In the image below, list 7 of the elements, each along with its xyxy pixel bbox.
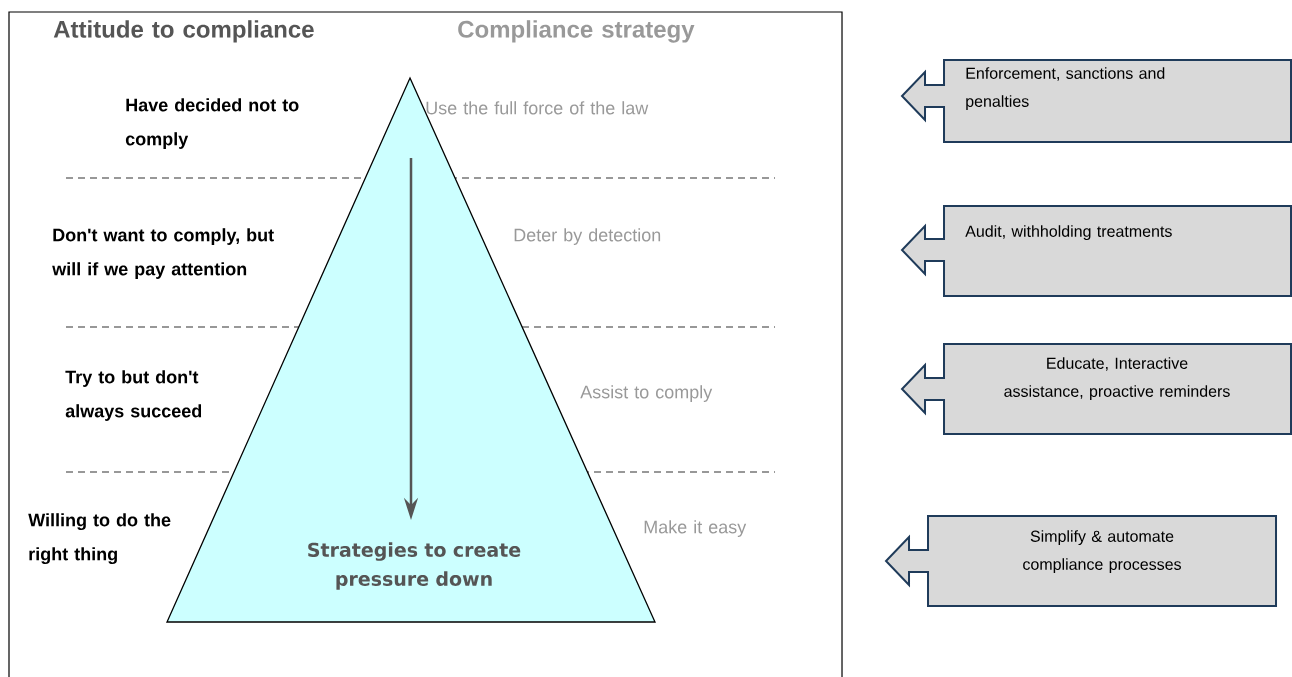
strategy-label: Use the full force of the law xyxy=(426,101,649,115)
arrow-callout-box: Enforcement, sanctions and penalties xyxy=(900,59,1292,143)
arrow-callout-box: Audit, withholding treatments xyxy=(900,205,1292,297)
arrow-callout-box: Simplify & automate compliance processes xyxy=(884,515,1277,607)
column-heading: Compliance strategy xyxy=(458,20,695,43)
arrow-callout-box: Educate, Interactive assistance, proactive reminders xyxy=(900,343,1292,435)
column-heading: Attitude to compliance xyxy=(53,20,314,43)
